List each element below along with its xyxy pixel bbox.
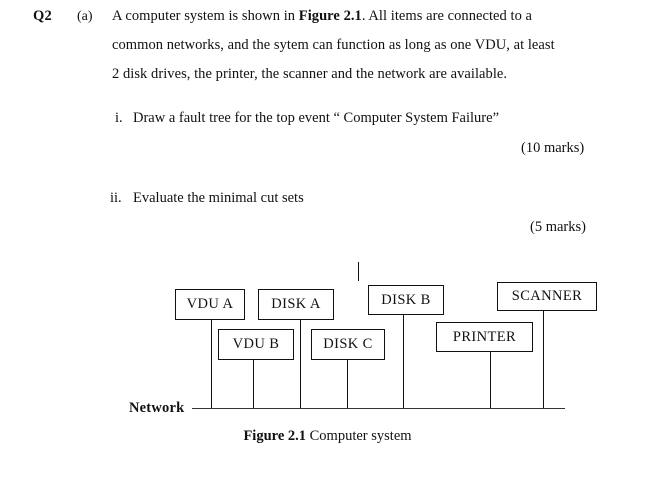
- connector-scanner: [543, 311, 544, 408]
- box-scanner[interactable]: SCANNER: [497, 282, 597, 311]
- box-vdu-b[interactable]: VDU B: [218, 329, 294, 360]
- question-number: Q2: [33, 8, 52, 24]
- diagram-top-tick: [358, 262, 359, 281]
- box-disk-a[interactable]: DISK A: [258, 289, 334, 320]
- network-bus-line: [192, 408, 565, 409]
- figure-caption-number: Figure 2.1: [243, 428, 307, 444]
- figure-2-1-diagram: VDU A DISK A DISK B SCANNER VDU B DISK C…: [0, 250, 655, 478]
- sub-item-i-numeral: i.: [115, 110, 123, 126]
- question-body-line-2: common networks, and the sytem can funct…: [112, 37, 555, 53]
- question-body-line-1-post: . All items are connected to a: [361, 8, 533, 24]
- connector-printer: [490, 352, 491, 408]
- figure-reference: Figure 2.1: [298, 8, 362, 24]
- sub-item-ii-text: Evaluate the minimal cut sets: [133, 190, 304, 206]
- box-disk-c[interactable]: DISK C: [311, 329, 385, 360]
- box-vdu-a[interactable]: VDU A: [175, 289, 245, 320]
- connector-disk-c: [347, 360, 348, 408]
- box-vdu-b-label: VDU B: [232, 336, 280, 352]
- question-body-line-1-pre: A computer system is shown in: [112, 8, 299, 24]
- box-disk-c-label: DISK C: [323, 336, 373, 352]
- box-printer-label: PRINTER: [452, 328, 517, 345]
- connector-vdu-b: [253, 360, 254, 408]
- network-label: Network: [129, 400, 185, 416]
- sub-item-i-text: Draw a fault tree for the top event “ Co…: [133, 110, 500, 126]
- box-disk-b-label: DISK B: [381, 291, 431, 308]
- figure-caption: Figure 2.1 Computer system: [0, 428, 655, 445]
- question-body-line-1: A computer system is shown in Figure 2.1…: [112, 8, 532, 25]
- box-disk-b[interactable]: DISK B: [368, 285, 444, 315]
- question-body-line-3: 2 disk drives, the printer, the scanner …: [112, 66, 508, 82]
- box-disk-a-label: DISK A: [271, 296, 321, 312]
- figure-caption-text: Computer system: [306, 428, 412, 444]
- box-scanner-label: SCANNER: [511, 288, 583, 304]
- sub-item-ii-marks: (5 marks): [530, 219, 586, 235]
- connector-disk-b: [403, 315, 404, 408]
- connector-vdu-a: [211, 320, 212, 408]
- box-vdu-a-label: VDU A: [186, 296, 234, 312]
- sub-item-ii-numeral: ii.: [110, 190, 122, 206]
- question-part-label: (a): [77, 9, 93, 24]
- sub-item-i-marks: (10 marks): [521, 140, 585, 156]
- connector-disk-a: [300, 320, 301, 408]
- box-printer[interactable]: PRINTER: [436, 322, 533, 352]
